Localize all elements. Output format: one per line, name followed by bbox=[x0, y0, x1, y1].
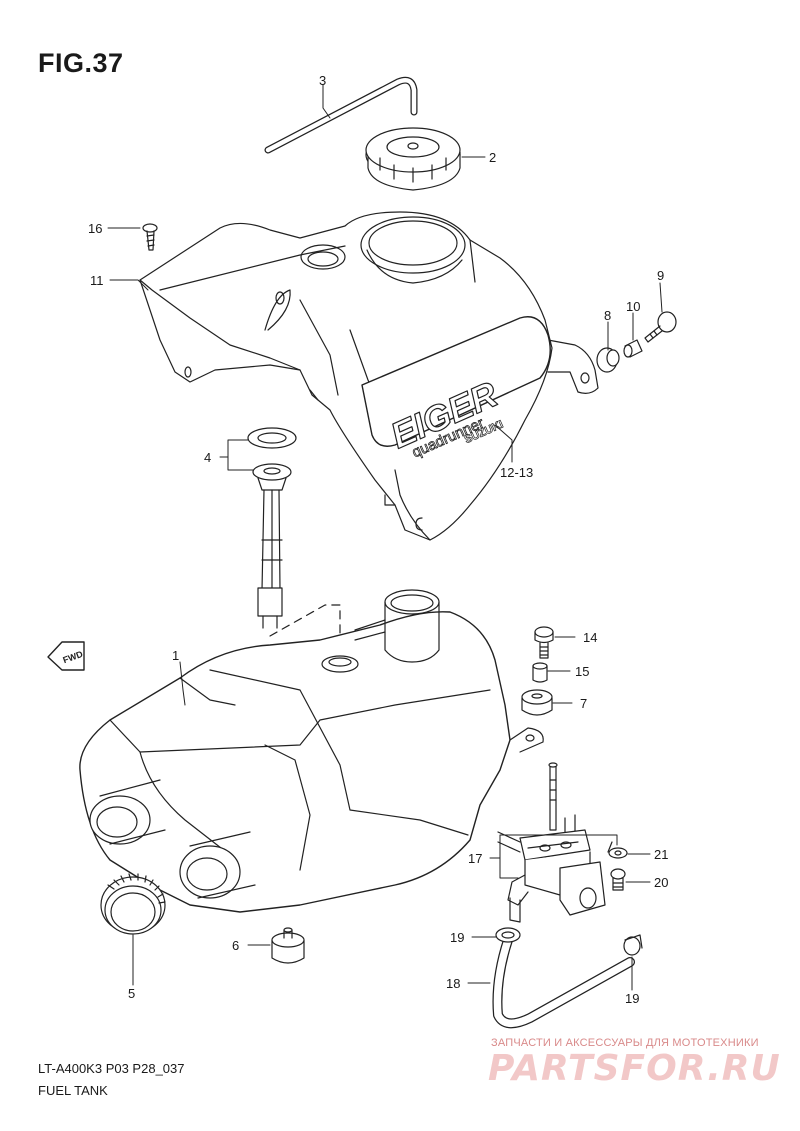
part-collar-10 bbox=[623, 339, 643, 358]
callout-labels: 1 2 3 4 5 6 7 8 9 10 11 12-13 14 15 16 1… bbox=[88, 73, 668, 1006]
callout-16: 16 bbox=[88, 221, 102, 236]
part-fuel-hose bbox=[492, 935, 635, 1029]
callout-5: 5 bbox=[128, 986, 135, 1001]
callout-6: 6 bbox=[232, 938, 239, 953]
part-breather-hose bbox=[264, 76, 418, 154]
part-fuel-cap bbox=[365, 127, 461, 191]
callout-4: 4 bbox=[204, 450, 211, 465]
callout-21: 21 bbox=[654, 847, 668, 862]
part-collar-15 bbox=[532, 662, 548, 683]
callout-9: 9 bbox=[657, 268, 664, 283]
fwd-arrow-icon: FWD bbox=[47, 641, 85, 671]
part-screw-16 bbox=[142, 223, 158, 251]
part-hose-clamp bbox=[100, 873, 166, 935]
callout-19-right: 19 bbox=[625, 991, 639, 1006]
callout-11: 11 bbox=[90, 273, 104, 288]
callout-18: 18 bbox=[446, 976, 460, 991]
part-grommet-8 bbox=[596, 347, 620, 373]
callout-17: 17 bbox=[468, 851, 482, 866]
part-screw-20 bbox=[610, 868, 626, 891]
part-fuel-tank bbox=[79, 589, 544, 913]
callout-15: 15 bbox=[575, 664, 589, 679]
callout-3: 3 bbox=[319, 73, 326, 88]
part-grommet-7 bbox=[521, 689, 553, 716]
part-bolt-14 bbox=[534, 626, 554, 659]
callout-12-13: 12-13 bbox=[500, 465, 533, 480]
part-fuel-valve bbox=[497, 762, 613, 923]
watermark-tagline: ЗАПЧАСТИ И АКСЕССУАРЫ ДЛЯ МОТОТЕХНИКИ bbox=[491, 1037, 759, 1049]
watermark-logo: PARTSFOR.RU bbox=[488, 1048, 781, 1089]
part-hose-clip-19a bbox=[495, 927, 521, 943]
part-fuel-gauge-sender bbox=[247, 427, 297, 629]
sender-leader bbox=[269, 604, 341, 659]
part-decal: EIGER quadrunner SUZUKI bbox=[361, 316, 551, 462]
callout-14: 14 bbox=[583, 630, 597, 645]
part-hose-clip-19b bbox=[623, 934, 643, 956]
part-bolt-9 bbox=[644, 311, 677, 343]
callout-8: 8 bbox=[604, 308, 611, 323]
part-fuel-tank-cover bbox=[139, 211, 599, 541]
part-washer-21 bbox=[608, 847, 628, 859]
callout-20: 20 bbox=[654, 875, 668, 890]
model-code: LT-A400K3 P03 P28_037 bbox=[38, 1061, 185, 1076]
callout-19-left: 19 bbox=[450, 930, 464, 945]
callout-1: 1 bbox=[172, 648, 179, 663]
figure-title: FIG.37 bbox=[38, 48, 124, 78]
callout-2: 2 bbox=[489, 150, 496, 165]
figure-name: FUEL TANK bbox=[38, 1083, 108, 1098]
part-cushion-6 bbox=[271, 927, 305, 964]
callout-10: 10 bbox=[626, 299, 640, 314]
leader-lines bbox=[107, 84, 663, 991]
callout-7: 7 bbox=[580, 696, 587, 711]
